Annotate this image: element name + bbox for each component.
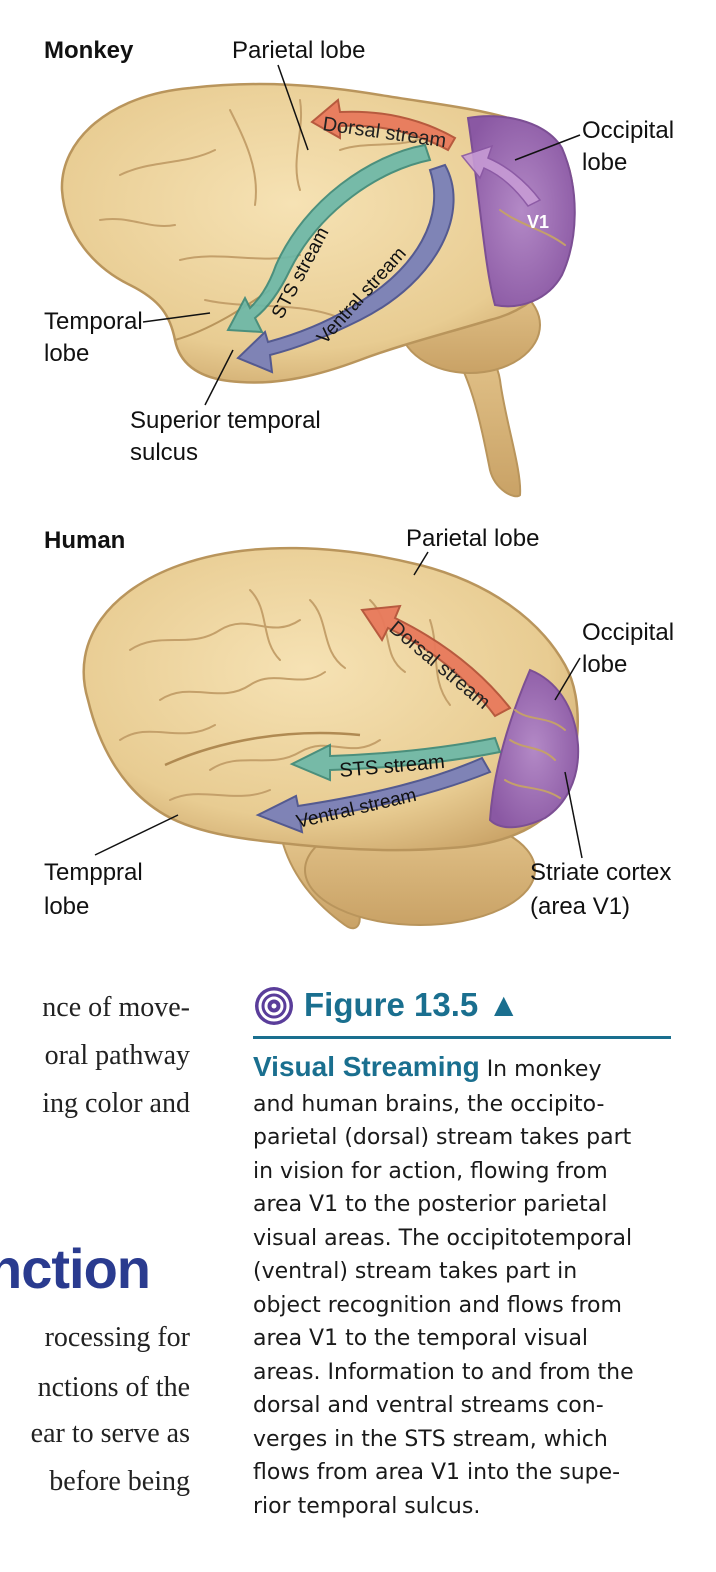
monkey-occipital-label-1: Occipital (582, 114, 674, 147)
human-temporal-label-1: Temppral (44, 856, 143, 889)
body-line-7: before being (49, 1460, 190, 1504)
section-heading: nction (0, 1236, 150, 1301)
caption-line-1: In monkey (487, 1057, 602, 1082)
caption-line-5: area V1 to the posterior parietal (253, 1188, 607, 1222)
caption-line-14: rior temporal sulcus. (253, 1490, 480, 1524)
concentric-target-icon (253, 985, 295, 1027)
human-striate-label-2: (area V1) (530, 890, 630, 923)
monkey-temporal-label-2: lobe (44, 337, 89, 370)
caption-line-6: visual areas. The occipitotemporal (253, 1222, 632, 1256)
caption-line-12: verges in the STS stream, which (253, 1423, 608, 1457)
human-title: Human (44, 524, 125, 557)
monkey-sulcus-label-1: Superior temporal (130, 404, 321, 437)
human-striate-label-1: Striate cortex (530, 856, 671, 889)
monkey-temporal-label-1: Temporal (44, 305, 143, 338)
monkey-sulcus-label-2: sulcus (130, 436, 198, 469)
body-line-2: oral pathway (45, 1034, 190, 1078)
human-brain: Dorsal stream STS stream Ventral stream (84, 548, 582, 928)
monkey-parietal-label: Parietal lobe (232, 34, 365, 67)
monkey-title: Monkey (44, 34, 133, 67)
body-line-4: rocessing for (45, 1316, 190, 1360)
body-line-6: ear to serve as (31, 1412, 190, 1456)
monkey-occipital-label-2: lobe (582, 146, 627, 179)
human-temporal-label-2: lobe (44, 890, 89, 923)
caption-line-11: dorsal and ventral streams con- (253, 1389, 604, 1423)
caption-line-2: and human brains, the occipito- (253, 1088, 604, 1122)
caption-first-line: Visual Streaming In monkey (253, 1050, 601, 1087)
figure-title: Figure 13.5 ▲ (304, 986, 520, 1024)
body-line-1: nce of move- (42, 986, 190, 1030)
human-occipital-label-1: Occipital (582, 616, 674, 649)
caption-line-7: (ventral) stream takes part in (253, 1255, 577, 1289)
human-parietal-label: Parietal lobe (406, 522, 539, 555)
caption-line-3: parietal (dorsal) stream takes part (253, 1121, 631, 1155)
caption-title: Visual Streaming (253, 1051, 480, 1082)
caption-rule (253, 1036, 671, 1039)
caption-line-9: area V1 to the temporal visual (253, 1322, 588, 1356)
caption-line-4: in vision for action, flowing from (253, 1155, 608, 1189)
caption-line-8: object recognition and flows from (253, 1289, 622, 1323)
body-line-3: ing color and (42, 1082, 190, 1126)
caption-line-13: flows from area V1 into the supe- (253, 1456, 620, 1490)
body-line-5: nctions of the (38, 1366, 190, 1410)
caption-line-10: areas. Information to and from the (253, 1356, 634, 1390)
human-occipital-label-2: lobe (582, 648, 627, 681)
monkey-v1-label: V1 (527, 212, 549, 232)
